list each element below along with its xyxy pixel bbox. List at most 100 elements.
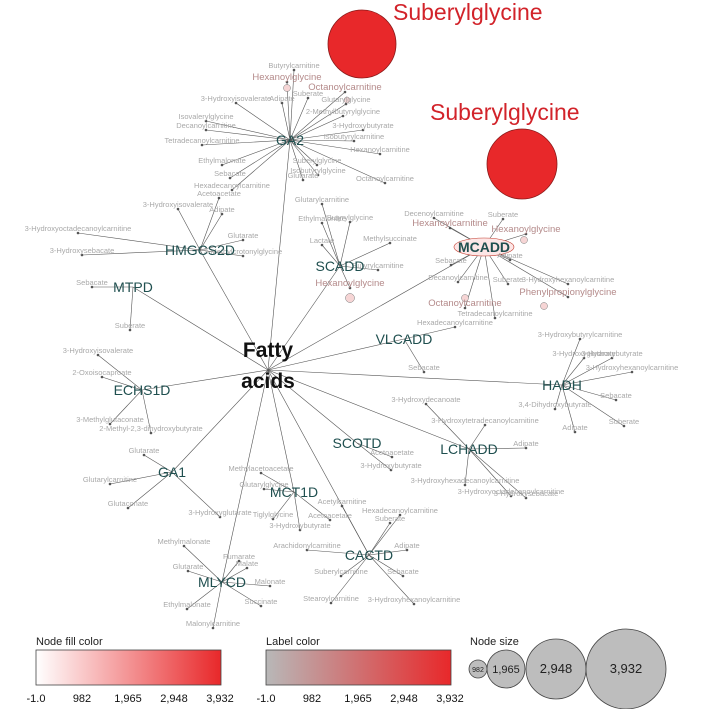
leaf-node[interactable] [200, 143, 204, 147]
octanoylcarnitine-node-mcadd[interactable] [461, 294, 469, 302]
leaf-node[interactable] [204, 128, 208, 132]
leaf-node[interactable] [280, 101, 284, 105]
hub-label-hmgcs2d[interactable]: HMGCS2D [165, 242, 235, 258]
octanoylcarnitine-node-ga2[interactable] [343, 96, 351, 104]
leaf-node[interactable] [383, 181, 387, 185]
leaf-node[interactable] [268, 584, 272, 588]
leaf-node[interactable] [259, 471, 263, 475]
leaf-node[interactable] [412, 602, 416, 606]
hub-label-ga2[interactable]: GA2 [276, 132, 304, 148]
leaf-node[interactable] [344, 102, 348, 106]
leaf-node[interactable] [108, 482, 112, 486]
leaf-node[interactable] [245, 566, 249, 570]
leaf-node[interactable] [220, 212, 224, 216]
leaf-node[interactable] [185, 607, 189, 611]
leaf-node[interactable] [262, 487, 266, 491]
suberylglycine-node-mcadd[interactable] [486, 128, 558, 200]
leaf-node[interactable] [390, 455, 394, 459]
leaf-node[interactable] [315, 163, 319, 167]
leaf-node[interactable] [339, 574, 343, 578]
leaf-node[interactable] [301, 178, 305, 182]
leaf-node[interactable] [376, 268, 380, 272]
leaf-node[interactable] [241, 254, 245, 258]
leaf-node[interactable] [388, 241, 392, 245]
leaf-node[interactable] [463, 483, 467, 487]
leaf-node[interactable] [306, 96, 310, 100]
leaf-node[interactable] [149, 431, 153, 435]
leaf-node[interactable] [259, 604, 263, 608]
leaf-node[interactable] [320, 202, 324, 206]
hub-label-vlcadd[interactable]: VLCADD [376, 331, 433, 347]
leaf-node[interactable] [328, 518, 332, 522]
leaf-node[interactable] [271, 517, 275, 521]
leaf-node[interactable] [630, 370, 634, 374]
leaf-node[interactable] [352, 139, 356, 143]
leaf-node[interactable] [320, 243, 324, 247]
hub-label-lchadd[interactable]: LCHADD [440, 441, 498, 457]
leaf-node[interactable] [614, 398, 618, 402]
leaf-node[interactable] [456, 280, 460, 284]
suberylglycine-node-large[interactable] [327, 9, 397, 79]
leaf-node[interactable] [80, 253, 84, 257]
leaf-node[interactable] [329, 601, 333, 605]
leaf-node[interactable] [566, 282, 570, 286]
leaf-node[interactable] [211, 626, 215, 630]
leaf-node[interactable] [361, 128, 365, 132]
phenylpropionylglycine-node[interactable] [540, 302, 548, 310]
leaf-node[interactable] [108, 422, 112, 426]
leaf-node[interactable] [388, 521, 392, 525]
leaf-node[interactable] [398, 513, 402, 517]
leaf-node[interactable] [448, 226, 452, 230]
leaf-node[interactable] [182, 544, 186, 548]
leaf-node[interactable] [501, 217, 505, 221]
leaf-node[interactable] [340, 504, 344, 508]
leaf-node[interactable] [292, 68, 296, 72]
leaf-node[interactable] [524, 446, 528, 450]
leaf-node[interactable] [506, 282, 510, 286]
leaf-node[interactable] [348, 286, 352, 290]
leaf-node[interactable] [305, 548, 309, 552]
leaf-node[interactable] [524, 496, 528, 500]
hub-label-ga1[interactable]: GA1 [158, 464, 186, 480]
hub-label-mtpd[interactable]: MTPD [113, 279, 153, 295]
hexanoylglycine-node-scadd[interactable] [345, 293, 355, 303]
leaf-node[interactable] [343, 90, 347, 94]
leaf-node[interactable] [218, 515, 222, 519]
leaf-node[interactable] [483, 423, 487, 427]
leaf-node[interactable] [610, 356, 614, 360]
leaf-node[interactable] [186, 569, 190, 573]
leaf-node[interactable] [401, 574, 405, 578]
leaf-node[interactable] [298, 528, 302, 532]
hub-label-echs1d[interactable]: ECHS1D [114, 382, 171, 398]
leaf-node[interactable] [217, 196, 221, 200]
leaf-node[interactable] [566, 295, 570, 299]
hub-label-scotd[interactable]: SCOTD [333, 435, 382, 451]
leaf-node[interactable] [378, 152, 382, 156]
leaf-node[interactable] [582, 356, 586, 360]
leaf-node[interactable] [220, 163, 224, 167]
leaf-node[interactable] [204, 119, 208, 123]
leaf-node[interactable] [493, 316, 497, 320]
leaf-node[interactable] [508, 258, 512, 262]
hexanoylglycine-node-ga2[interactable] [283, 84, 291, 92]
leaf-node[interactable] [96, 353, 100, 357]
leaf-node[interactable] [76, 231, 80, 235]
leaf-node[interactable] [230, 188, 234, 192]
leaf-node[interactable] [341, 114, 345, 118]
leaf-node[interactable] [126, 506, 130, 510]
leaf-node[interactable] [453, 325, 457, 329]
leaf-node[interactable] [432, 216, 436, 220]
leaf-node[interactable] [389, 468, 393, 472]
leaf-node[interactable] [234, 101, 238, 105]
hub-label-cactd[interactable]: CACTD [345, 547, 393, 563]
leaf-node[interactable] [424, 402, 428, 406]
leaf-node[interactable] [90, 285, 94, 289]
leaf-node[interactable] [128, 328, 132, 332]
leaf-node[interactable] [578, 337, 582, 341]
leaf-node[interactable] [422, 370, 426, 374]
leaf-node[interactable] [320, 221, 324, 225]
leaf-node[interactable] [228, 176, 232, 180]
hexanoylglycine-node-mcadd[interactable] [520, 236, 528, 244]
leaf-node[interactable] [237, 559, 241, 563]
hub-label-hadh[interactable]: HADH [542, 377, 582, 393]
